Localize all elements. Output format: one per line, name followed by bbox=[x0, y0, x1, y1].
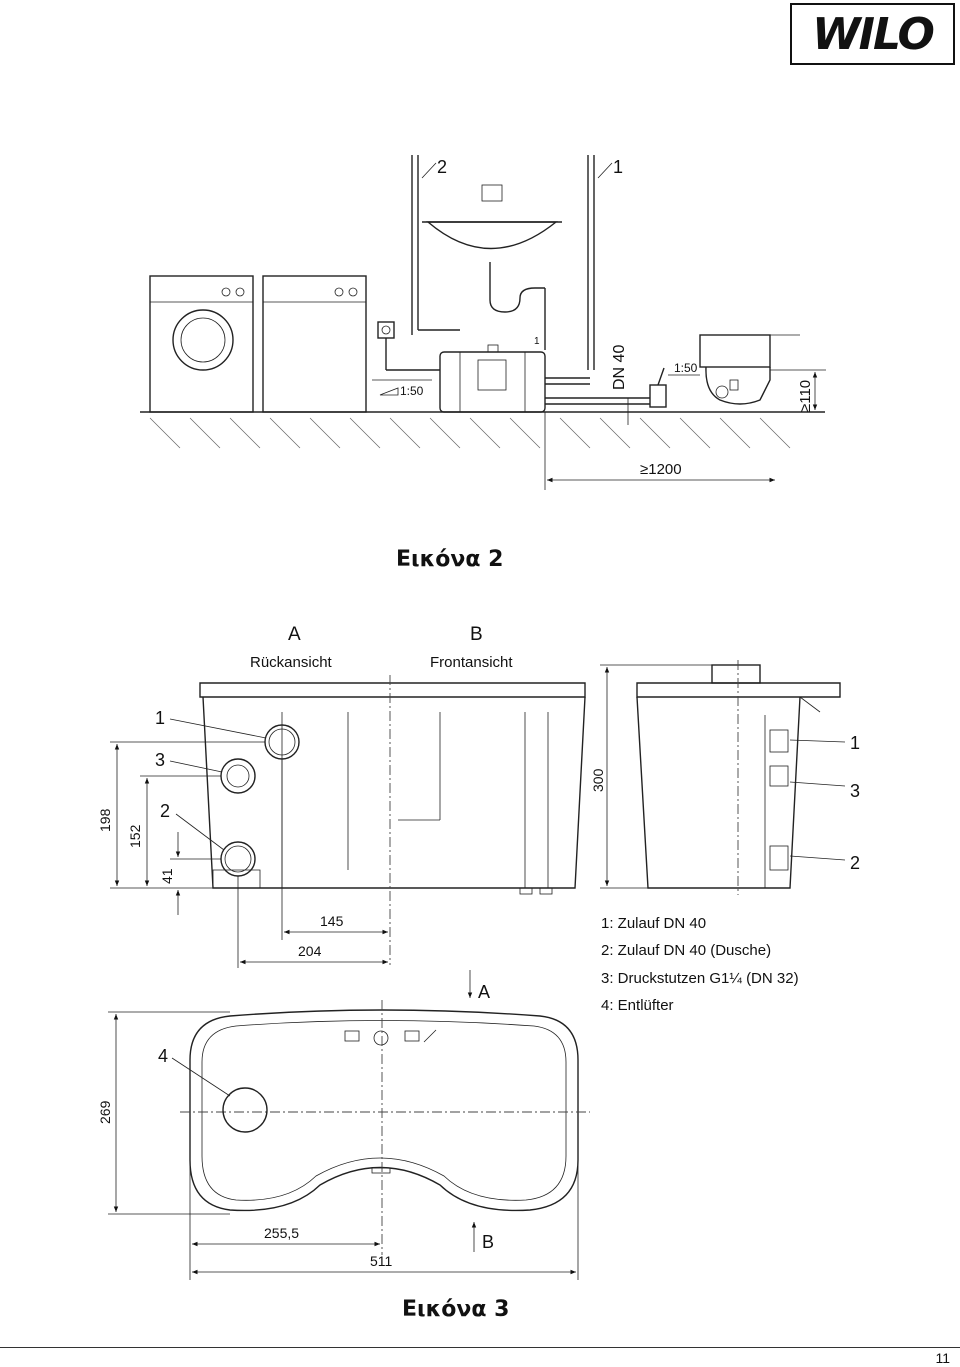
dishwasher bbox=[262, 275, 367, 413]
tank-side-view bbox=[636, 660, 841, 895]
floor-hatching bbox=[149, 417, 791, 449]
dim-198: 198 bbox=[97, 808, 113, 832]
view-b-letter: B bbox=[470, 624, 483, 645]
callout-3: 3 bbox=[155, 750, 165, 770]
slope-right-label: 1:50 bbox=[674, 361, 698, 375]
socket bbox=[377, 321, 395, 339]
wash-basin bbox=[422, 184, 562, 350]
page-number: 11 bbox=[935, 1350, 950, 1366]
legend-item-1: 1: Zulauf DN 40 bbox=[601, 915, 706, 932]
dim-269: 269 bbox=[97, 1100, 113, 1124]
installation-diagram: 2 1 1:50 DN 40 1:50 1 bbox=[140, 155, 826, 490]
inlet-2-circle bbox=[220, 841, 256, 877]
pipe-1-label: 1 bbox=[613, 157, 623, 177]
side-callout-3: 3 bbox=[850, 781, 860, 801]
dim-152: 152 bbox=[127, 824, 143, 848]
dim-511: 511 bbox=[370, 1253, 393, 1269]
legend-item-2: 2: Zulauf DN 40 (Dusche) bbox=[601, 942, 771, 959]
pipe-2-label: 2 bbox=[437, 157, 447, 177]
dim-145: 145 bbox=[320, 913, 344, 929]
tank-rear-front-view bbox=[199, 675, 586, 965]
dim-41: 41 bbox=[159, 868, 175, 884]
wilo-logo: WILO bbox=[790, 3, 955, 65]
dn-label: DN 40 bbox=[611, 345, 628, 390]
side-callout-2: 2 bbox=[850, 853, 860, 873]
legend-item-3: 3: Druckstutzen G1¼ (DN 32) bbox=[601, 970, 799, 987]
distance-label: ≥1200 bbox=[640, 461, 682, 478]
lifting-unit bbox=[439, 344, 546, 413]
callout-2: 2 bbox=[160, 801, 170, 821]
legend: 1: Zulauf DN 40 2: Zulauf DN 40 (Dusche)… bbox=[601, 915, 799, 1014]
toilet bbox=[699, 334, 800, 405]
dim-204: 204 bbox=[298, 943, 322, 959]
figure-3-caption: Εικόνα 3 bbox=[402, 1297, 509, 1322]
callout-4: 4 bbox=[158, 1046, 168, 1066]
outlet-3-circle bbox=[220, 758, 256, 794]
vent-4-circle bbox=[222, 1087, 268, 1133]
view-a-name: Rückansicht bbox=[250, 654, 333, 671]
small-1-label: 1 bbox=[534, 336, 540, 347]
washing-machine bbox=[149, 275, 254, 413]
slope-left-label: 1:50 bbox=[400, 384, 424, 398]
legend-item-4: 4: Entlüfter bbox=[601, 997, 674, 1014]
tank-top-view bbox=[180, 1000, 590, 1255]
logo-text: WILO bbox=[812, 8, 935, 60]
view-b-name: Frontansicht bbox=[430, 654, 513, 671]
height-label: ≥110 bbox=[797, 380, 814, 412]
footer-divider bbox=[0, 1347, 960, 1348]
figure-2-caption: Εικόνα 2 bbox=[396, 547, 503, 572]
callout-1: 1 bbox=[155, 708, 165, 728]
side-callout-1: 1 bbox=[850, 733, 860, 753]
arrow-b-label: B bbox=[482, 1232, 494, 1252]
dim-300: 300 bbox=[590, 768, 606, 792]
arrow-a-label: A bbox=[478, 982, 490, 1002]
dim-255-5: 255,5 bbox=[264, 1225, 299, 1241]
view-a-letter: A bbox=[288, 624, 301, 645]
